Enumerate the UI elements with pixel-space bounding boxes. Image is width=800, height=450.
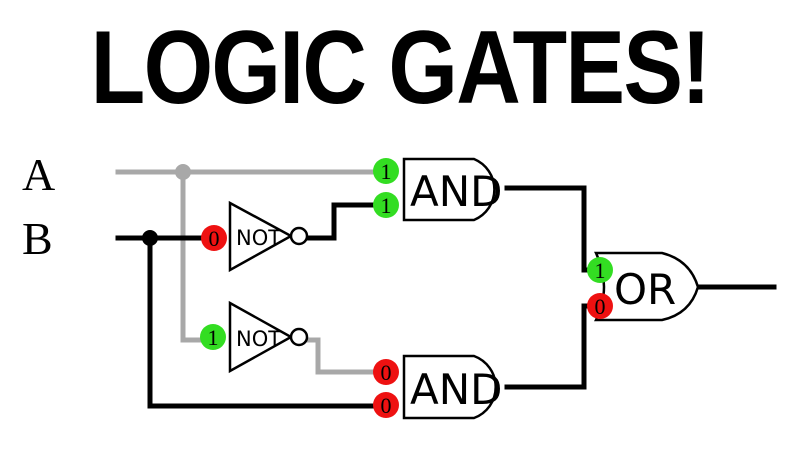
and-gate-bottom: AND [402, 354, 503, 420]
wire-not-bottom-out [306, 337, 375, 375]
bit-value: 1 [381, 193, 392, 218]
or-label: OR [614, 265, 676, 314]
not-gate-bottom: NOT [228, 300, 309, 374]
bit-not-top-in: 0 [201, 225, 227, 251]
bit-circle [373, 158, 399, 184]
wire-and-top-out [504, 185, 599, 273]
bit-value: 1 [381, 159, 392, 184]
wire-a-branch-down [180, 169, 203, 343]
input-label-a: A [22, 149, 55, 200]
wires-a [115, 169, 375, 375]
not-top-bubble [289, 226, 309, 246]
bit-circle [200, 324, 226, 350]
bit-and-bottom-in2: 0 [373, 392, 399, 418]
and-bottom-body [402, 354, 497, 420]
bit-value: 0 [381, 393, 392, 418]
or-gate: OR [594, 251, 700, 322]
bit-circle [201, 225, 227, 251]
not-top-body [228, 200, 294, 273]
bit-and-top-in1: 1 [373, 158, 399, 184]
wire-b-branch-down [147, 235, 375, 409]
page-title: LOGIC GATES! [90, 10, 711, 126]
not-bottom-bubble [289, 327, 309, 347]
bit-value: 0 [209, 226, 220, 251]
junction-a [175, 164, 191, 180]
bit-circle [587, 293, 613, 319]
and-top-body [402, 157, 496, 222]
and-top-label: AND [410, 167, 503, 216]
bit-value: 0 [381, 360, 392, 385]
bit-circle [373, 359, 399, 385]
junction-b [142, 230, 158, 246]
bit-and-bottom-in1: 0 [373, 359, 399, 385]
bit-not-bottom-in: 1 [200, 324, 226, 350]
or-body [594, 251, 700, 322]
not-bottom-label: NOT [236, 327, 281, 351]
input-label-b: B [22, 213, 53, 264]
and-gate-top: AND [402, 157, 503, 222]
wire-not-top-out [306, 202, 375, 241]
bit-circle [373, 392, 399, 418]
not-bottom-body [228, 300, 294, 374]
wire-and-bottom-out [504, 303, 599, 390]
bit-and-top-in2: 1 [373, 192, 399, 218]
bit-or-in2: 0 [587, 293, 613, 319]
bit-circle [587, 257, 613, 283]
bit-value: 1 [595, 258, 606, 283]
and-bottom-label: AND [410, 365, 503, 414]
bit-value: 1 [208, 325, 219, 350]
bit-or-in1: 1 [587, 257, 613, 283]
not-gate-top: NOT [228, 200, 309, 273]
bit-circle [373, 192, 399, 218]
bit-value: 0 [595, 294, 606, 319]
not-top-label: NOT [236, 226, 281, 250]
